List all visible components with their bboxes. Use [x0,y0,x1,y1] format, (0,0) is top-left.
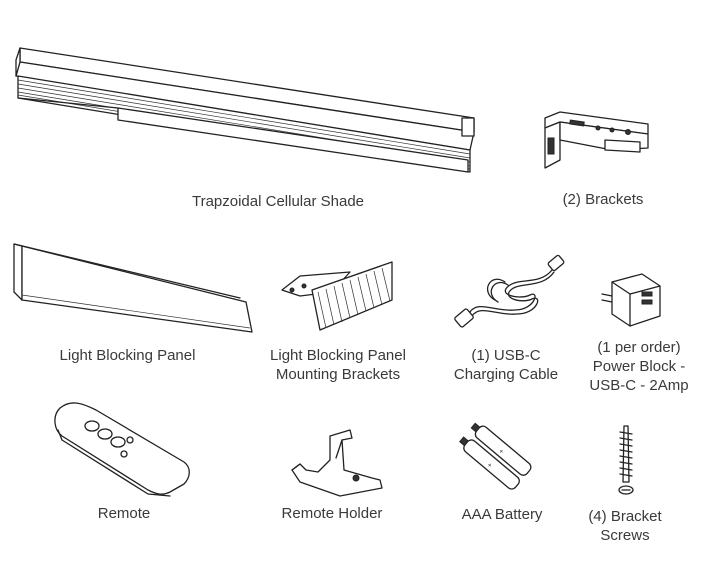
cable-label: (1) USB-C Charging Cable [453,347,559,383]
shade-label: Trapzoidal Cellular Shade [191,193,365,210]
remote-holder-label: Remote Holder [281,505,383,522]
battery-label: AAA Battery [461,506,543,523]
panel-label: Light Blocking Panel [59,347,196,364]
panel-brackets-label: Light Blocking Panel Mounting Brackets [270,347,406,383]
brackets-label: (2) Brackets [562,191,644,208]
svg-text:+: + [497,448,505,456]
remote-label: Remote [97,505,151,522]
screws-label: (4) Bracket Screws [588,508,662,544]
svg-text:+: + [485,462,493,470]
power-block-label: (1 per order) Power Block - USB-C - 2Amp [589,339,689,394]
